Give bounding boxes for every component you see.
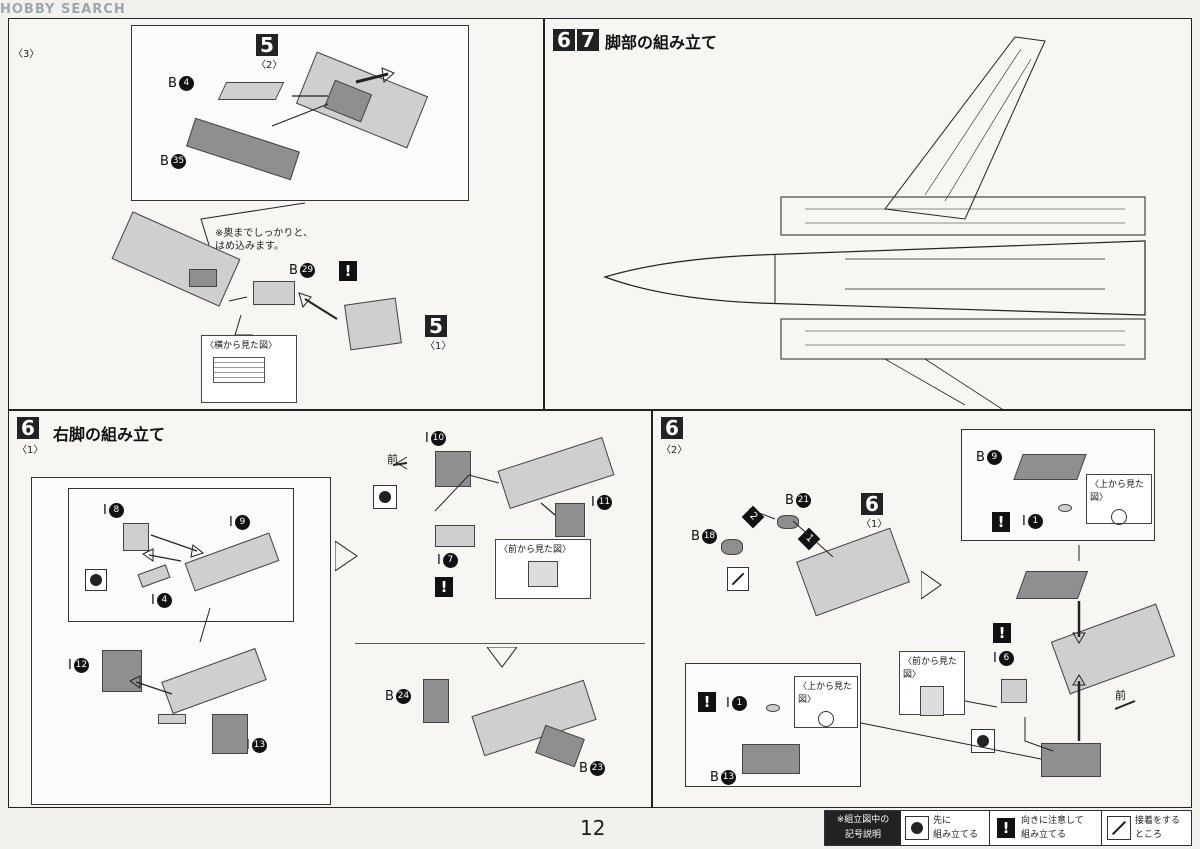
top-view-box-2: 〈上から見た図〉 [794,676,858,728]
step-6-sub-right: 〈2〉 [661,445,688,456]
legend-assemble-first-icon [905,816,929,840]
part-b24 [423,679,449,723]
legend-assemble-first-text: 先に 組み立てる [933,816,979,840]
part-foot-base [1041,743,1101,777]
knee-arrows [129,607,211,695]
legend-divider-2 [1101,811,1102,845]
part-b21 [777,515,799,529]
panel-top-right: 6 7 脚部の組み立て [544,18,1192,411]
aircraft-topview-illustration [603,36,1146,411]
step-6-sub-left: 〈1〉 [17,445,44,456]
section-title-legs: 脚部の組み立て [605,33,718,52]
part-i1b [766,704,780,712]
part-pin [158,714,186,724]
step-ref-6-sub: 〈1〉 [861,519,888,530]
part-b18 [721,539,743,555]
right-leg-subassembly-box: I8 I9 I4 I12 I13 [31,477,331,805]
section-title-right-leg: 右脚の組み立て [53,425,166,444]
step-ref2-sub: 〈1〉 [425,341,452,352]
step-6-badge: 6 [553,29,575,51]
step-ref-sub: 〈2〉 [256,60,283,71]
step-6-badge-left: 6 [17,417,39,439]
part-b23 [535,724,585,768]
front-view-box: 〈前から見た図〉 [495,539,591,599]
step-ref2-badge: 5 [425,315,447,337]
lower-leg-arrows [392,456,556,516]
step2-next-arrow [921,571,942,599]
warning-icon: ! [339,261,357,281]
part-i13 [212,714,248,754]
part-i8 [123,523,149,551]
part-i1 [1058,504,1072,512]
front-direction-label-right: 前 [1115,689,1126,702]
part-i7 [435,525,475,547]
page-number: 12 [580,816,606,840]
warning-icon-b13: ! [698,692,716,712]
part-i11 [555,503,585,537]
side-view-box: 〈横から見た図〉 [201,335,297,403]
symbol-legend: ※組立図中の 記号説明 先に 組み立てる ! 向きに注意して 組み立てる 接着を… [824,810,1192,846]
down-arrow [487,647,517,668]
next-stage-arrow [335,541,358,571]
warning-icon-i6: ! [993,623,1011,643]
thigh-arrows [142,534,205,562]
assemble-first-icon-2 [373,485,397,509]
panel-right-leg: 6 〈1〉 右脚の組み立て I8 I9 I4 I12 I13 [8,410,652,808]
note-insert: ※奥までしっかりと、 はめ込みます。 [215,228,313,252]
watermark: HOBBY SEARCH [0,2,126,17]
warning-icon-left: ! [435,577,453,597]
part-b29 [253,281,295,305]
legend-divider-1 [989,811,990,845]
legend-orientation-text: 向きに注意して 組み立てる [1021,816,1084,840]
front-view-box-right: 〈前から見た図〉 [899,651,965,716]
part-i6 [1001,679,1027,703]
assemble-first-icon [85,569,107,591]
step-ref-6-badge: 6 [861,493,883,515]
stage-divider [355,643,645,644]
step2-arrows [748,508,1136,760]
step-6-badge-right: 6 [661,417,683,439]
top-view-box: 〈上から見た図〉 [1086,474,1152,525]
part-i10 [435,451,471,487]
legend-warning-icon: ! [997,818,1015,838]
warning-icon-b9: ! [992,512,1010,532]
step-ref-badge: 5 [256,34,278,56]
step-7-badge: 7 [577,29,599,51]
assembly-arrows [271,67,395,127]
legend-title: ※組立図中の 記号説明 [825,811,901,845]
front-direction-label: 前 [387,453,398,466]
sub-step-marker: 〈3〉 [13,49,40,60]
glue-icon [727,567,749,591]
part-b13 [742,744,800,774]
legend-glue-text: 接着をする ところ [1135,816,1181,840]
legend-glue-icon [1107,816,1131,840]
part-leg-joint [189,269,217,287]
